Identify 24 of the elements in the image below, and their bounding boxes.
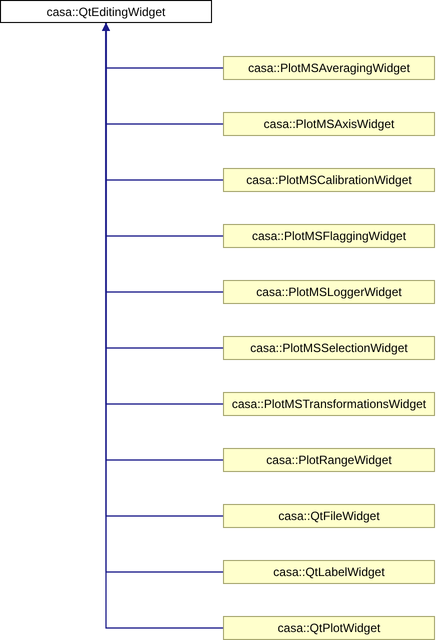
class-name: casa::PlotMSFlaggingWidget <box>252 228 406 245</box>
class-box <box>223 392 435 416</box>
class-name: casa::PlotMSLoggerWidget <box>256 284 402 301</box>
class-name: casa::QtPlotWidget <box>278 620 380 637</box>
class-name: casa::QtLabelWidget <box>273 564 385 581</box>
class-box <box>223 112 435 136</box>
class-box <box>223 224 435 248</box>
class-box <box>0 0 212 23</box>
class-name: casa::PlotMSTransformationsWidget <box>232 396 426 413</box>
class-name: casa::PlotMSAxisWidget <box>264 116 394 133</box>
class-box <box>223 448 435 472</box>
class-box <box>223 504 435 528</box>
class-box <box>223 168 435 192</box>
class-name: casa::QtFileWidget <box>278 508 380 525</box>
class-box <box>223 616 435 640</box>
class-box <box>223 280 435 304</box>
class-name: casa::PlotRangeWidget <box>266 452 392 469</box>
class-box <box>223 336 435 360</box>
class-name: casa::PlotMSAveragingWidget <box>248 60 410 77</box>
class-box <box>223 560 435 584</box>
class-name: casa::QtEditingWidget <box>46 4 166 20</box>
class-box <box>223 56 435 80</box>
class-name: casa::PlotMSSelectionWidget <box>250 340 408 357</box>
class-name: casa::PlotMSCalibrationWidget <box>246 172 412 189</box>
